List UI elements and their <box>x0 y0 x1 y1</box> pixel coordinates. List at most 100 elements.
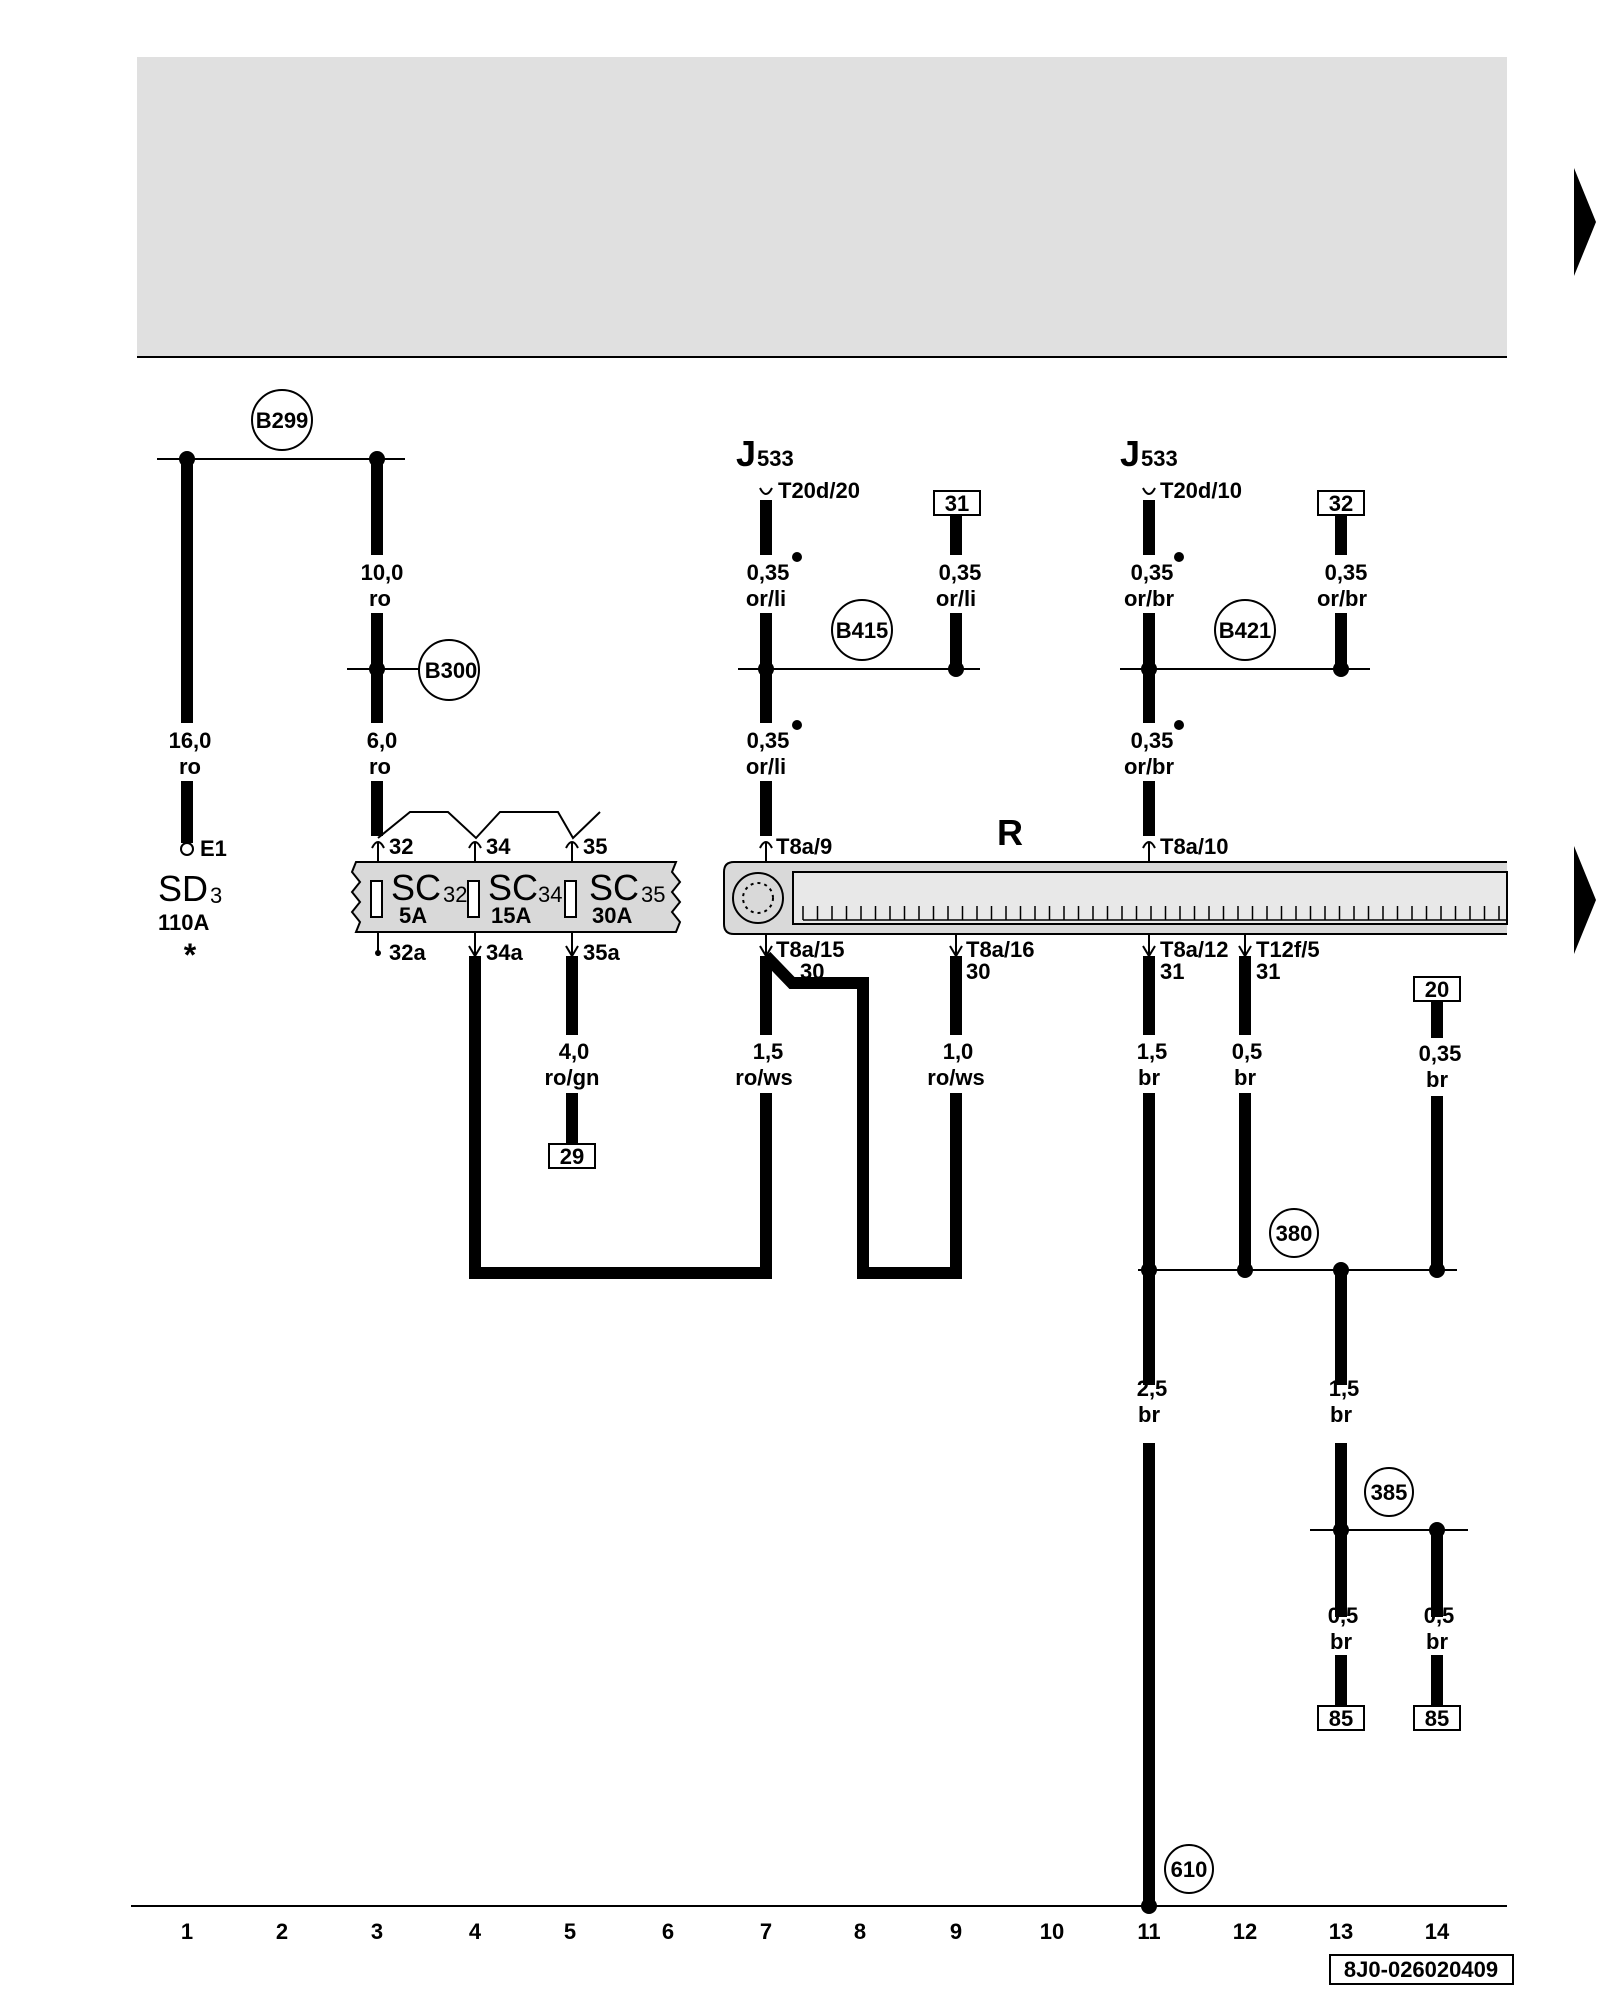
wire-loop-30 <box>761 951 962 1279</box>
wire-color: br <box>1426 1629 1448 1654</box>
connection-node[interactable] <box>1164 1844 1214 1894</box>
pin-label: 35 <box>583 834 607 859</box>
wire-color: br <box>1426 1067 1448 1092</box>
node-label: 610 <box>1171 1857 1208 1882</box>
pin-label: T20d/20 <box>778 478 860 503</box>
wire-column-5 <box>548 956 596 1169</box>
connection-node[interactable] <box>418 639 480 701</box>
fuse-terminals <box>371 841 579 958</box>
column-number: 11 <box>1137 1919 1160 1944</box>
wire-color: ro/gn <box>545 1065 600 1090</box>
wire-color: ro <box>369 586 391 611</box>
column-number: 6 <box>662 1919 674 1944</box>
fuse-bridge <box>377 811 601 840</box>
component-label: J <box>1120 433 1140 474</box>
wire-size: 0,35 <box>1419 1041 1462 1066</box>
connection-node[interactable] <box>1364 1467 1414 1517</box>
connection-node[interactable] <box>1214 599 1276 661</box>
pin-label: T8a/16 <box>966 937 1035 962</box>
pin-label: 34 <box>486 834 511 859</box>
wire-size: 1,5 <box>1329 1376 1360 1401</box>
connection-node[interactable] <box>831 599 893 661</box>
reference-label: 20 <box>1425 977 1449 1002</box>
pin-label: T8a/10 <box>1160 834 1229 859</box>
reference-box[interactable] <box>1317 1705 1365 1731</box>
wire-size: 0,5 <box>1232 1039 1263 1064</box>
wire-color: or/br <box>1124 754 1175 779</box>
pin-label: T8a/12 <box>1160 937 1229 962</box>
wire-color: or/li <box>936 586 976 611</box>
pin-label: 34a <box>486 940 523 965</box>
next-page-arrow-icon[interactable] <box>1574 846 1596 954</box>
fuse-carrier-sc <box>350 861 682 933</box>
column-number: 2 <box>276 1919 288 1944</box>
node-label: 380 <box>1276 1221 1313 1246</box>
component-sub: 3 <box>210 883 222 908</box>
terminal-label: 30 <box>966 959 990 984</box>
reference-box[interactable] <box>1413 1705 1461 1731</box>
pin-label: T8a/15 <box>776 937 845 962</box>
component-sub: 533 <box>1141 446 1178 471</box>
fuse-rating: 5A <box>399 903 427 928</box>
wire-size: 0,35 <box>747 560 790 585</box>
node-label: B421 <box>1219 618 1272 643</box>
connection-node[interactable] <box>251 389 313 451</box>
wire-color: br <box>1138 1402 1160 1427</box>
wire-color: or/li <box>746 754 786 779</box>
wire-column-14 <box>1429 1001 1445 1278</box>
wire-color: br <box>1330 1629 1352 1654</box>
wire-size: 0,5 <box>1328 1603 1359 1628</box>
radio-tick-row <box>802 906 1507 921</box>
wire-size: 0,5 <box>1424 1603 1455 1628</box>
pin-label: T8a/9 <box>776 834 832 859</box>
wire-column-13 <box>1310 1262 1468 1706</box>
fuse-sub: 32 <box>443 882 467 907</box>
wire-column-11-top <box>1120 500 1370 836</box>
reference-box[interactable]: 29 <box>560 1144 584 1169</box>
pin-label: 32a <box>389 940 426 965</box>
wire-column-1 <box>157 451 405 856</box>
note-star: * <box>184 937 197 973</box>
header-area <box>137 57 1507 357</box>
reference-box[interactable] <box>1413 976 1461 1002</box>
column-number: 14 <box>1425 1919 1450 1944</box>
node-label: 385 <box>1371 1480 1408 1505</box>
wire-color: br <box>1138 1065 1160 1090</box>
next-page-arrow-icon[interactable] <box>1574 168 1596 276</box>
wire-color: or/br <box>1124 586 1175 611</box>
terminal-label: 30 <box>800 959 824 984</box>
pin-label: 32 <box>389 834 413 859</box>
node-label: B299 <box>256 408 309 433</box>
column-number: 4 <box>469 1919 482 1944</box>
wire-loop-34a <box>469 956 772 1279</box>
pin-label: 35a <box>583 940 620 965</box>
wire-color: ro/ws <box>735 1065 792 1090</box>
wire-size: 0,35 <box>747 728 790 753</box>
wire-color: br <box>1330 1402 1352 1427</box>
connection-node[interactable] <box>1269 1208 1319 1258</box>
component-label: J <box>736 433 756 474</box>
wire-column-9-top <box>948 515 964 677</box>
fuse-name: SC <box>589 867 639 908</box>
reference-label: 85 <box>1329 1706 1353 1731</box>
wire-column-3 <box>347 451 437 836</box>
wire-column-7 <box>738 500 980 836</box>
column-number: 7 <box>760 1919 772 1944</box>
wire-size: 2,5 <box>1137 1376 1168 1401</box>
reference-label: 85 <box>1425 1706 1449 1731</box>
reference-box[interactable] <box>1317 490 1365 516</box>
node-label: B300 <box>425 658 478 683</box>
fuse-rating: 30A <box>592 903 632 928</box>
radio-unit <box>723 861 1508 935</box>
wire-column-12 <box>1237 956 1253 1278</box>
wire-size: 1,5 <box>753 1039 784 1064</box>
column-number: 3 <box>371 1919 383 1944</box>
fuse-rating: 15A <box>491 903 531 928</box>
drawing-code: 8J0-026020409 <box>1344 1957 1498 1982</box>
column-number: 8 <box>854 1919 866 1944</box>
rating-label: 110A <box>158 910 209 935</box>
node-label: B415 <box>836 618 889 643</box>
